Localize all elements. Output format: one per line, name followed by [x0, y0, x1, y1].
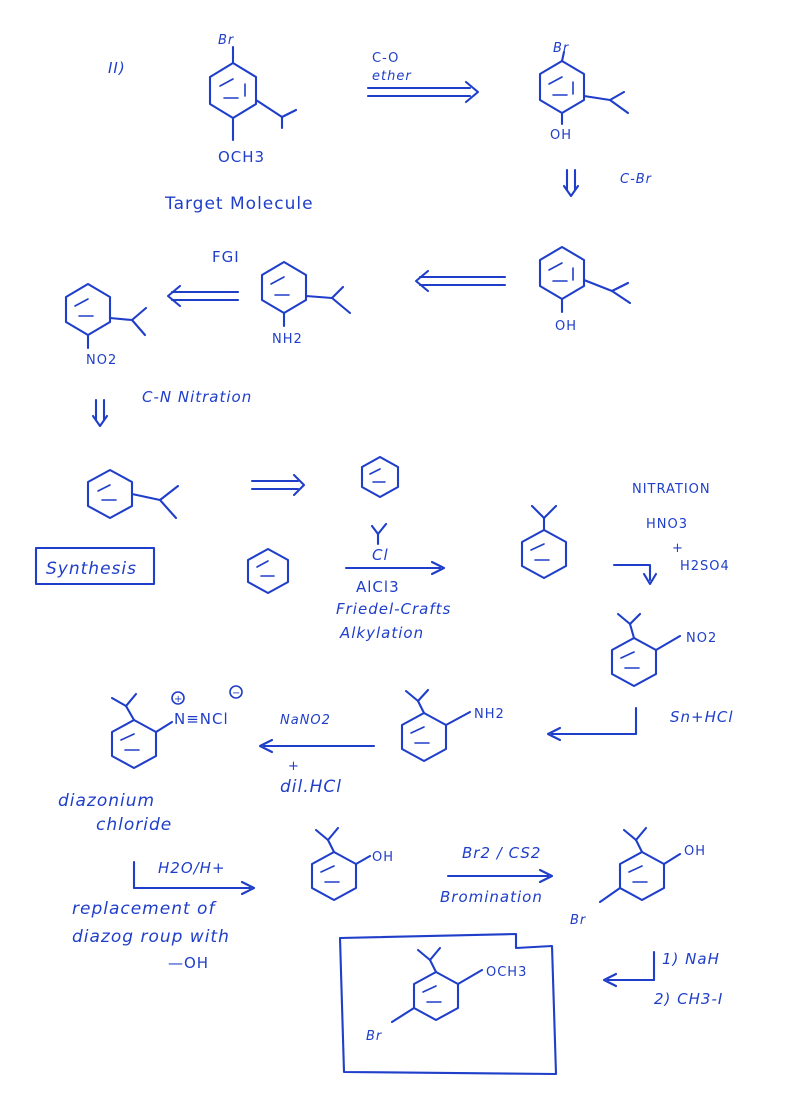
- hydrolysis-note-3: —OH: [168, 954, 209, 972]
- synthesis-label: Synthesis: [46, 559, 137, 579]
- intermediate-aniline: NH2: [260, 260, 352, 347]
- synthesis-phenol: OH: [310, 826, 394, 902]
- alkylation-arrow: [344, 560, 446, 576]
- synthesis-diazonium: + − N≡NCl: [110, 685, 243, 770]
- intermediate-nitro: NO2: [64, 282, 148, 368]
- diazonium-name-2: chloride: [96, 815, 172, 835]
- part-label: II): [108, 59, 126, 77]
- phenol-sub: OH: [372, 850, 394, 865]
- final-product: OCH3 Br: [366, 946, 527, 1044]
- step1-arrow-top: C-O: [372, 51, 399, 66]
- hydrolysis-arrow: [132, 860, 256, 896]
- diazotization-arrow: [258, 738, 376, 754]
- nitration-plus: +: [672, 541, 684, 556]
- hydrolysis-note-2: diazog roup with: [72, 927, 230, 947]
- synthesis-nitrocumene: NO2: [610, 612, 717, 688]
- step5-label: C-N Nitration: [142, 388, 252, 406]
- diazotization-plus: +: [288, 759, 300, 774]
- nitrocumene-sub: NO2: [686, 631, 717, 646]
- step1-product-top: Br: [553, 41, 570, 56]
- bromination-reagent: Br2 / CS2: [462, 844, 541, 862]
- diazonium-minus: −: [232, 688, 240, 699]
- bromophenol-br: Br: [570, 913, 587, 928]
- step1-arrow-bottom: ether: [372, 69, 412, 84]
- nitration-title: NITRATION: [632, 482, 711, 497]
- hydrolysis-note-1: replacement of: [72, 899, 217, 919]
- bromophenol-oh: OH: [684, 844, 706, 859]
- bromination-name: Bromination: [440, 888, 543, 906]
- retro-arrow-co-ether: [366, 80, 480, 104]
- synthesis-benzene: [246, 547, 290, 595]
- aminocumene-sub: NH2: [474, 707, 505, 722]
- diazonium-group: N≡NCl: [174, 710, 229, 728]
- synthesis-box: [34, 546, 156, 586]
- alkylation-catalyst: AlCl3: [356, 578, 400, 596]
- nitration-reagent-2: H2SO4: [680, 559, 730, 574]
- retro-arrow-cumene-benzene: [250, 473, 306, 497]
- synthesis-aminocumene: NH2: [400, 688, 505, 763]
- target-molecule: Br OCH3: [208, 33, 298, 166]
- step3-label: FGI: [212, 248, 240, 266]
- step3-product-bottom: NH2: [272, 332, 303, 347]
- retro-arrow-fgi-2: [166, 284, 240, 308]
- target-top-sub: Br: [218, 33, 235, 48]
- bromination-arrow: [446, 868, 554, 884]
- diazotization-reagent-2: dil.HCl: [280, 777, 342, 797]
- retro-arrow-c-br: [562, 168, 580, 198]
- nitration-reagent-1: HNO3: [646, 517, 688, 532]
- nitration-arrow: [612, 563, 658, 586]
- hydrolysis-reagent: H2O/H+: [158, 859, 226, 877]
- step1-product-bottom: OH: [550, 128, 572, 143]
- intermediate-bromophenol: Br OH: [538, 41, 630, 143]
- final-br: Br: [366, 1029, 383, 1044]
- intermediate-cumene: [86, 468, 180, 520]
- target-caption: Target Molecule: [164, 194, 314, 214]
- intermediate-benzene: [360, 455, 400, 499]
- reduction-arrow: [546, 706, 638, 742]
- step2-label: C-Br: [620, 172, 653, 187]
- step4-product-bottom: NO2: [86, 353, 117, 368]
- diazotization-reagent-1: NaNO2: [280, 713, 331, 728]
- retro-arrow-cn-nitration: [91, 398, 109, 428]
- alkylation-reagent: Cl: [372, 546, 389, 564]
- step2-product-bottom: OH: [555, 319, 577, 334]
- alkylation-reagent-structure: [370, 522, 388, 546]
- reduction-reagent: Sn+HCl: [670, 708, 734, 726]
- methylation-step-2: 2) CH3-I: [654, 990, 723, 1008]
- diazonium-plus: +: [174, 694, 182, 705]
- retro-arrow-fgi-1: [414, 269, 507, 293]
- alkylation-name-2: Alkylation: [339, 624, 424, 642]
- intermediate-phenol: OH: [538, 245, 632, 334]
- alkylation-name-1: Friedel-Crafts: [336, 600, 451, 618]
- methylation-arrow: [602, 950, 656, 988]
- methylation-step-1: 1) NaH: [662, 950, 720, 968]
- target-bottom-sub: OCH3: [218, 148, 265, 166]
- final-och3: OCH3: [486, 965, 527, 980]
- final-product-box: [338, 932, 558, 1076]
- diazonium-name-1: diazonium: [58, 791, 155, 811]
- synthesis-bromophenol: OH Br: [570, 826, 706, 928]
- synthesis-cumene: [520, 504, 568, 580]
